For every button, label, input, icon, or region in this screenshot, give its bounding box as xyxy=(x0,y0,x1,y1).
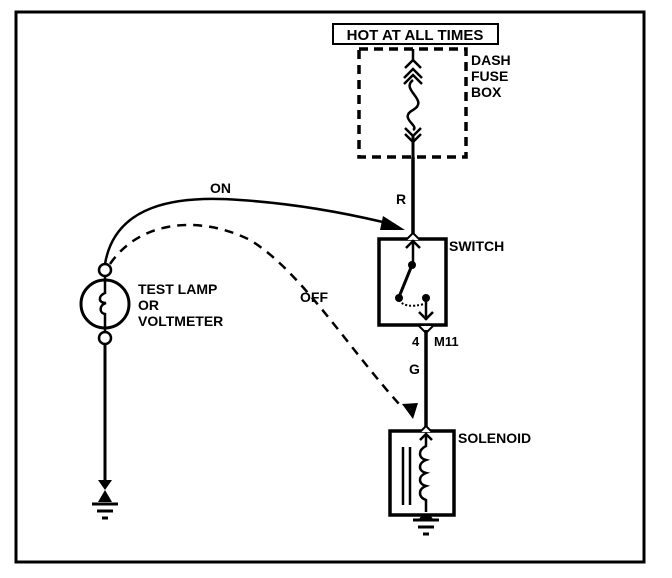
fuse-box-label-line3: BOX xyxy=(471,84,502,100)
probe-on: ON xyxy=(103,180,405,265)
probe-on-lead xyxy=(103,197,396,265)
test-lamp-filament-icon xyxy=(98,276,107,332)
solenoid: SOLENOID xyxy=(388,424,531,517)
fuse-element-icon xyxy=(406,79,420,132)
solenoid-ground-icon xyxy=(413,513,439,536)
connector-pin-label: 4 xyxy=(412,334,420,349)
switch: SWITCH xyxy=(377,231,504,335)
dash-fuse-box: DASH FUSE BOX xyxy=(357,47,511,160)
test-lamp-label-line2: OR xyxy=(138,297,159,313)
fuse-top-lead xyxy=(404,49,422,69)
fuse-top-chevron xyxy=(403,67,423,85)
switch-link-dotted xyxy=(398,299,425,307)
solenoid-input-connector xyxy=(419,424,433,433)
fuse-box-label-line1: DASH xyxy=(471,52,511,68)
test-lamp-label-line3: VOLTMETER xyxy=(138,313,223,329)
test-lamp-top-terminal xyxy=(97,262,113,278)
probe-off: OFF xyxy=(108,223,418,419)
solenoid-box xyxy=(388,429,456,517)
test-lamp-label-line1: TEST LAMP xyxy=(138,281,217,297)
switch-label: SWITCH xyxy=(449,238,504,254)
switch-blade xyxy=(397,264,414,298)
probe-off-lead xyxy=(108,223,401,406)
power-source-box xyxy=(332,23,499,45)
power-source-label: HOT AT ALL TIMES xyxy=(347,27,484,44)
connector-id-label: M11 xyxy=(434,334,459,349)
switch-output-chevron xyxy=(418,311,434,321)
fuse-box-label-line2: FUSE xyxy=(471,68,508,84)
power-source: HOT AT ALL TIMES xyxy=(332,23,499,45)
solenoid-coil-icon xyxy=(418,436,431,512)
probe-off-arrowhead xyxy=(402,403,418,419)
wire-red-label: R xyxy=(396,191,406,207)
switch-input-connector xyxy=(405,231,421,241)
probe-on-label: ON xyxy=(210,180,231,196)
solenoid-input-chevron xyxy=(419,432,433,441)
probe-on-arrowhead xyxy=(380,216,405,230)
solenoid-label: SOLENOID xyxy=(458,430,531,446)
test-lamp-bottom-terminal xyxy=(97,330,113,346)
diagram-frame xyxy=(14,10,646,564)
probe-off-label: OFF xyxy=(300,289,328,305)
test-lamp: TEST LAMP OR VOLTMETER xyxy=(79,262,223,346)
wire-green-label: G xyxy=(409,361,420,377)
test-lamp-ground-icon xyxy=(92,480,118,520)
switch-open-contact xyxy=(395,294,403,302)
